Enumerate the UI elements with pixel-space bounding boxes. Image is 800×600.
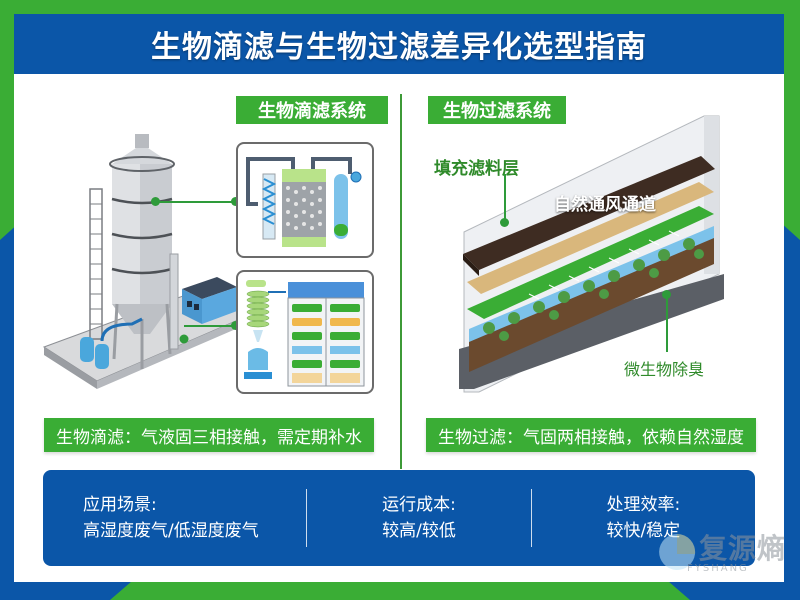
comparison-value: 较高/较低 <box>382 521 456 541</box>
summary-biotrickling: 生物滴滤：气液固三相接触，需定期补水 <box>44 418 374 452</box>
comparison-panel: 应用场景: 高湿度废气/低湿度废气 运行成本: 较高/较低 处理效率: 较快/稳… <box>43 470 755 566</box>
watermark: 复源熵 FYSHANG <box>657 525 787 585</box>
watermark-logo-icon <box>659 533 696 570</box>
comparison-label: 处理效率: <box>606 495 681 515</box>
comparison-value: 较快/稳定 <box>606 521 681 541</box>
trickling-filter-detail <box>236 142 374 258</box>
frame-green-accent-bottom <box>110 580 690 600</box>
section-divider <box>400 94 402 469</box>
content-panel: 生物滴滤与生物过滤差异化选型指南 生物滴滤系统 <box>14 14 784 582</box>
comparison-cost: 运行成本: 较高/较低 <box>307 470 530 566</box>
section-tag-biotrickling: 生物滴滤系统 <box>236 96 388 124</box>
connector-dot <box>231 321 240 330</box>
comparison-label: 应用场景: <box>83 495 157 515</box>
biofilter-bed-icon <box>459 115 724 393</box>
trickling-filter-detail-icon <box>246 157 362 247</box>
comparison-separator <box>306 489 308 547</box>
comparison-label: 运行成本: <box>382 495 456 515</box>
connector-line <box>184 325 234 327</box>
label-filter-layer: 填充滤料层 <box>434 159 519 179</box>
comparison-separator <box>530 489 532 547</box>
comparison-value: 高湿度废气/低湿度废气 <box>83 521 259 541</box>
comparison-scenario: 应用场景: 高湿度废气/低湿度废气 <box>43 470 306 566</box>
watermark-subtext: FYSHANG <box>687 563 749 574</box>
silo-tower-icon <box>42 134 252 389</box>
page-title: 生物滴滤与生物过滤差异化选型指南 <box>151 30 647 65</box>
section-tag-biofilter: 生物过滤系统 <box>428 96 566 124</box>
connector-dot <box>231 197 240 206</box>
layered-bed-detail-icon <box>244 280 365 387</box>
connector-line <box>155 201 235 203</box>
label-microbe: 微生物除臭 <box>624 360 705 379</box>
layered-bed-detail <box>236 270 374 394</box>
comparison-efficiency: 处理效率: 较快/稳定 <box>532 470 755 566</box>
title-bar: 生物滴滤与生物过滤差异化选型指南 <box>14 14 784 74</box>
connector-dot <box>500 218 509 227</box>
connector-line <box>666 296 668 352</box>
summary-biofilter: 生物过滤：气固两相接触，依赖自然湿度 <box>426 418 756 452</box>
label-ventilation: 自然通风通道 <box>554 195 656 215</box>
connector-line <box>504 174 506 220</box>
connector-dot <box>662 290 671 299</box>
watermark-text: 复源熵 <box>699 532 787 565</box>
